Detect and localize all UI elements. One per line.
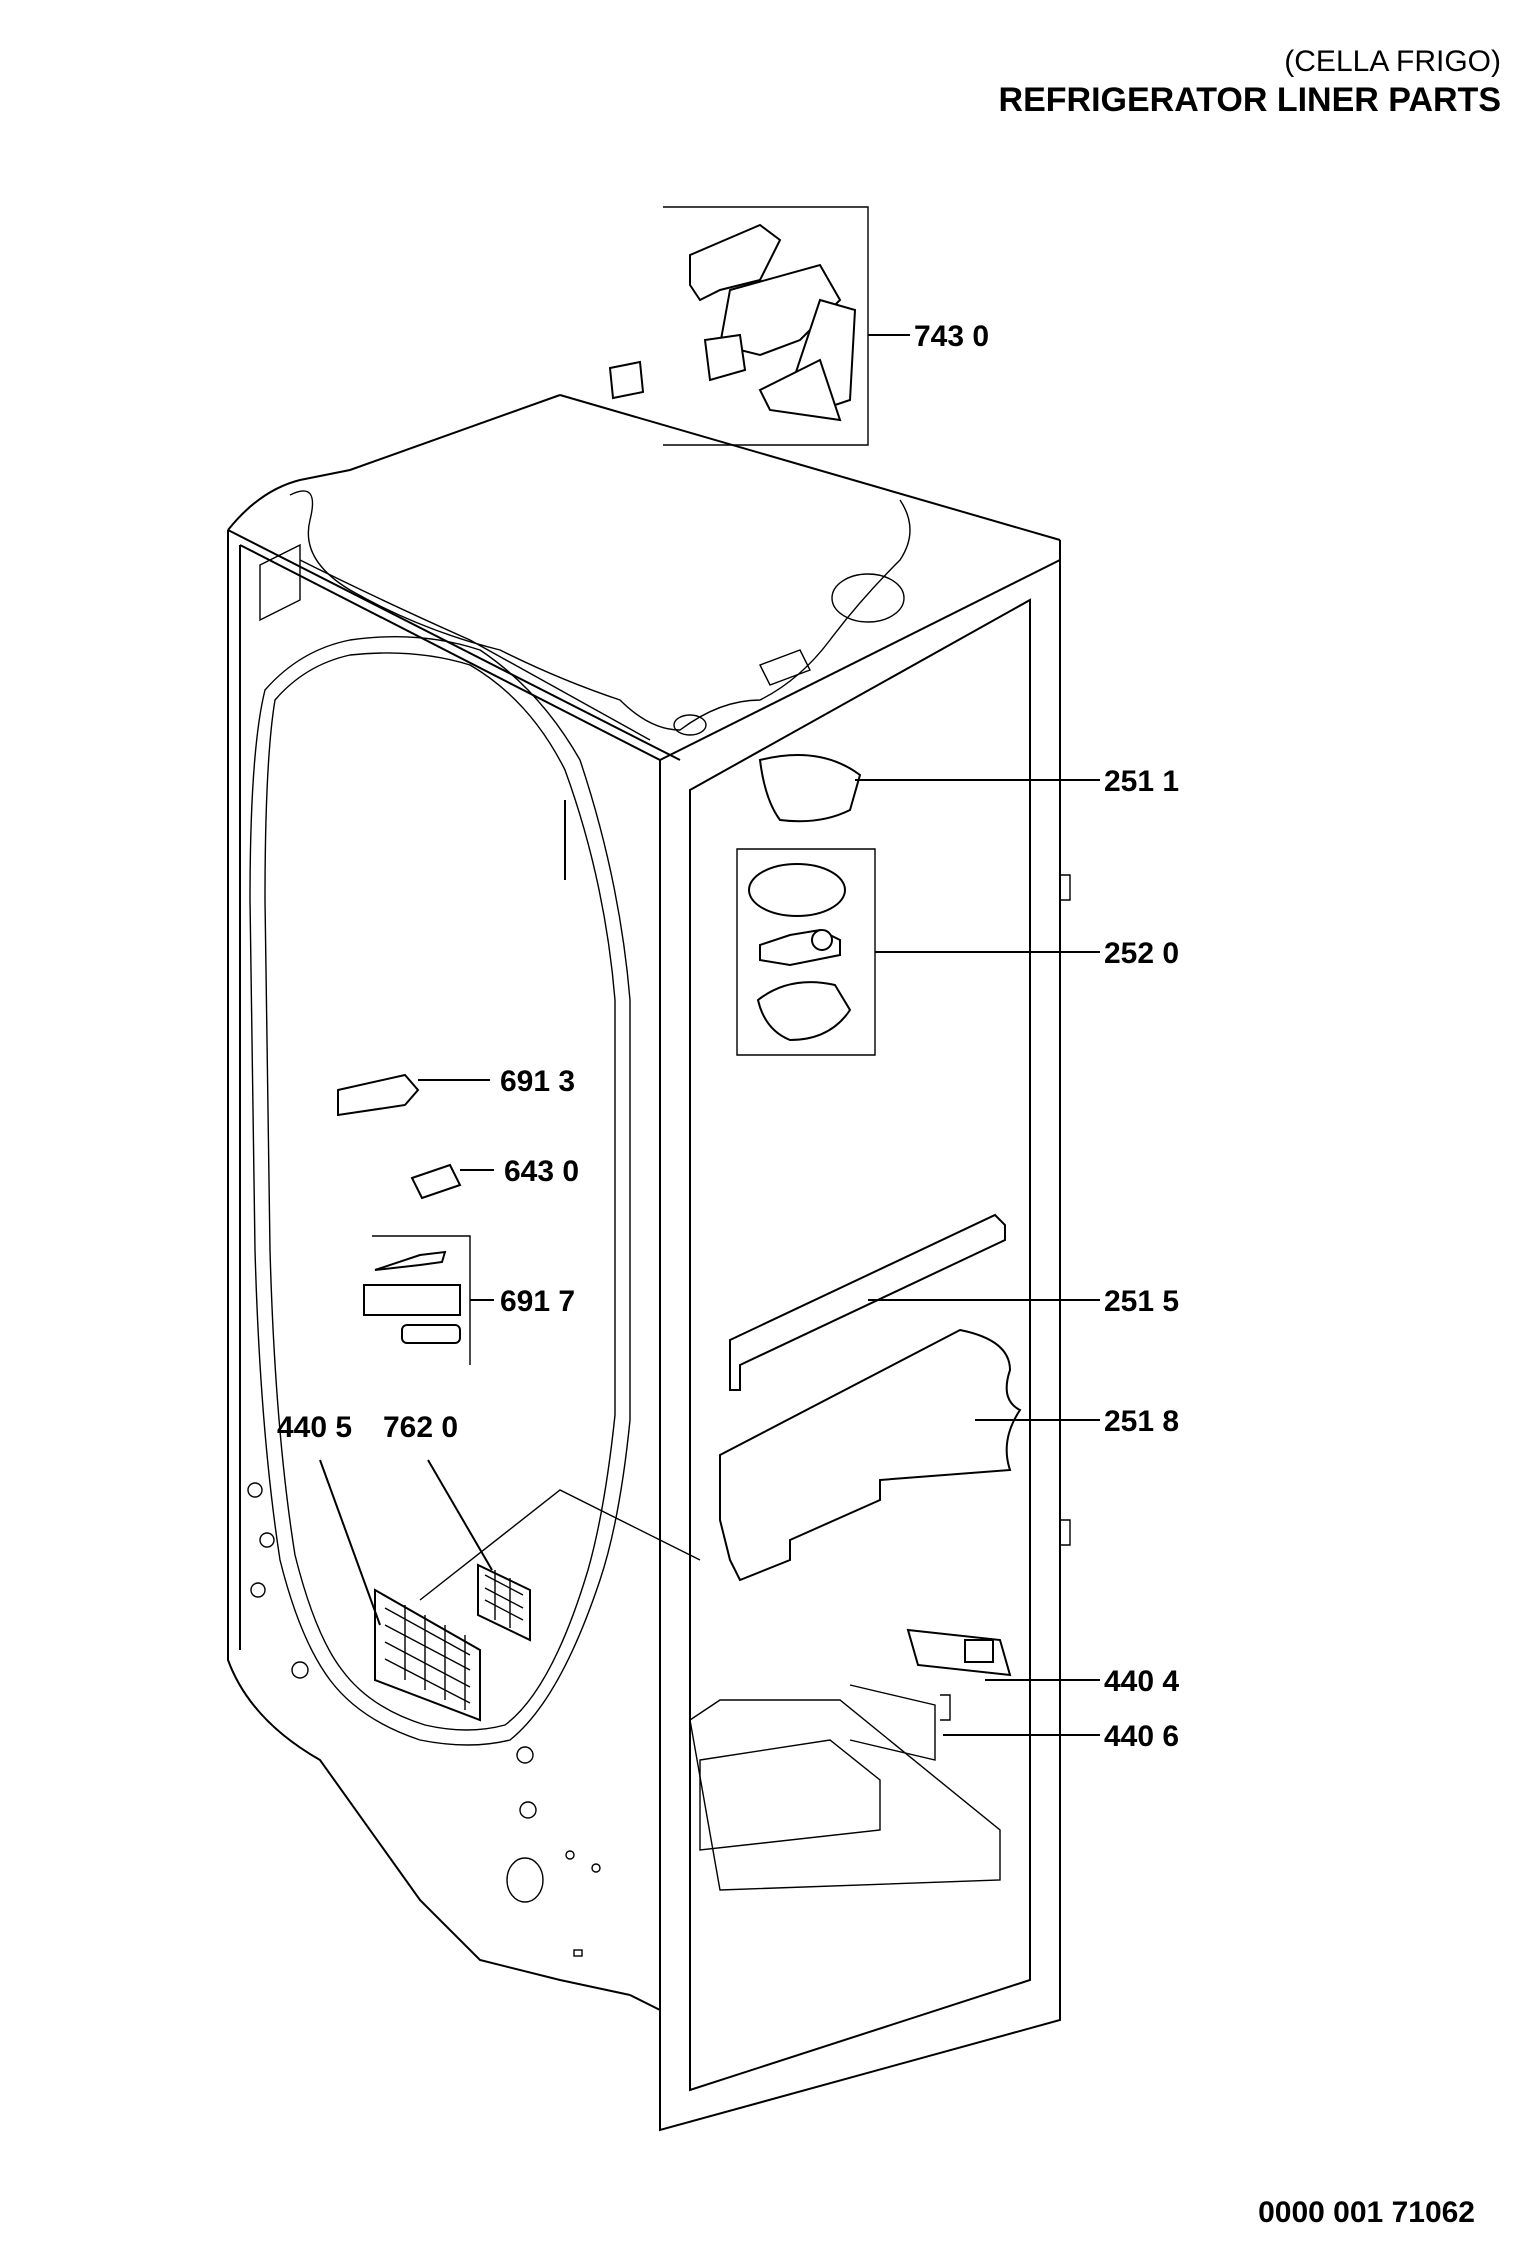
part-440-5-grille	[374, 1588, 481, 1722]
callout-440-6: 440 6	[1104, 1720, 1179, 1753]
part-251-1-cover	[758, 754, 862, 823]
callout-691-7: 691 7	[500, 1285, 575, 1318]
part-643-0-bracket	[410, 1163, 462, 1200]
document-number: 0000 001 71062	[1258, 2196, 1475, 2229]
callout-743-0: 743 0	[914, 320, 989, 353]
diagram-subtitle: (CELLA FRIGO)	[1284, 45, 1501, 78]
callout-251-8: 251 8	[1104, 1405, 1179, 1438]
part-691-3-switch	[337, 1073, 420, 1117]
cabinet-outline	[227, 394, 1071, 2132]
callout-251-5: 251 5	[1104, 1285, 1179, 1318]
part-251-8-panel	[719, 1328, 1022, 1582]
callout-643-0: 643 0	[504, 1155, 579, 1188]
callout-labels: 743 0 251 1 252 0 691 3 643 0 691 7 251 …	[277, 320, 1179, 1753]
part-743-0-group	[608, 206, 869, 446]
part-252-0-group	[736, 848, 876, 1056]
leader-lines	[319, 334, 1100, 1736]
part-440-6-bracket	[849, 1684, 951, 1761]
part-251-5-rail	[729, 1213, 1006, 1391]
callout-440-4: 440 4	[1104, 1665, 1179, 1698]
part-691-7-group	[363, 1235, 471, 1365]
diagram-title: REFRIGERATOR LINER PARTS	[998, 81, 1501, 119]
callout-762-0: 762 0	[383, 1411, 458, 1444]
callout-440-5: 440 5	[277, 1411, 352, 1444]
part-440-4-bracket	[906, 1628, 1012, 1677]
callout-691-3: 691 3	[500, 1065, 575, 1098]
part-762-0-filter	[477, 1563, 531, 1642]
callout-252-0: 252 0	[1104, 937, 1179, 970]
title-block: (CELLA FRIGO) REFRIGERATOR LINER PARTS	[999, 44, 1501, 120]
callout-251-1: 251 1	[1104, 765, 1179, 798]
